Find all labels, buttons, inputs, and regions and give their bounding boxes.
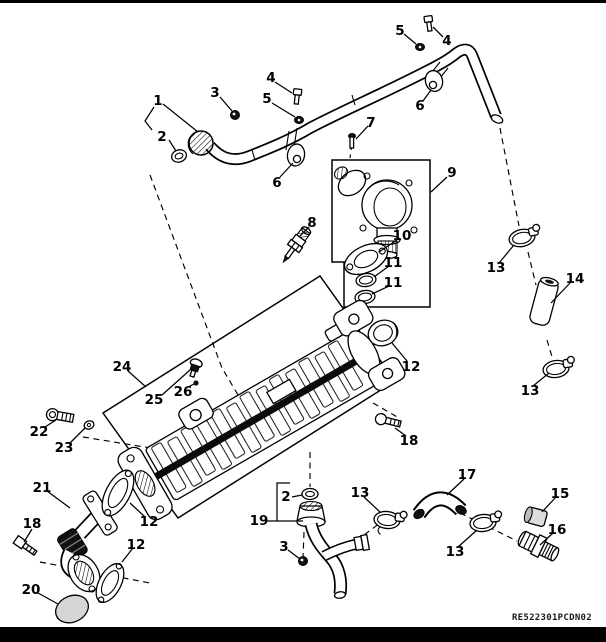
callout-label-11: 11 [384,255,403,271]
threaded-fitting-drawing [517,530,560,562]
callout-label-3: 3 [279,539,288,555]
callout-label-9: 9 [447,165,456,181]
callout-label-12: 12 [140,514,159,530]
hose-clamp-1 [508,223,541,248]
fitting-dot-26 [193,380,199,386]
callout-label-14: 14 [566,271,585,287]
short-hose-drawing [529,276,559,326]
callout-label-5: 5 [395,23,404,39]
callout-label-19: 19 [250,513,269,529]
callout-label-11: 11 [384,275,403,291]
callout-label-17: 17 [458,467,477,483]
leader-lines [23,26,571,605]
pipe-flange [187,130,214,156]
nut-upper [229,110,240,121]
o-ring-11a [355,272,377,288]
callout-label-3: 3 [210,85,219,101]
washer-5-left [293,116,304,125]
cooler-outlet-end [324,299,406,391]
callout-label-13: 13 [487,260,506,276]
callout-label-21: 21 [33,480,52,496]
callout-label-23: 23 [55,440,74,456]
callout-label-18: 18 [400,433,419,449]
stud-7 [347,132,356,149]
callout-label-15: 15 [551,486,570,502]
callout-label-6: 6 [415,98,424,114]
callout-label-26: 26 [174,384,193,400]
callout-label-13: 13 [446,544,465,560]
callout-label-25: 25 [145,392,164,408]
callout-label-22: 22 [30,424,49,440]
callout-label-6: 6 [272,175,281,191]
callout-label-12: 12 [402,359,421,375]
plug-20 [54,594,90,624]
pipe-end-opening [490,114,504,124]
callout-label-20: 20 [22,582,41,598]
nut-lower [297,556,308,567]
callout-label-8: 8 [307,215,316,231]
egr-cooler-core-drawing [117,299,406,521]
callout-label-13: 13 [351,485,370,501]
hose-clamp-3 [373,510,408,535]
oval-gasket-upper [101,469,135,517]
upper-coolant-pipe-drawing [187,43,504,166]
bushing-drawing [523,506,548,528]
washer-5-right [414,43,425,52]
valve-gasket-drawing [343,242,389,276]
water-pipe-drawing [296,487,371,599]
cooler-inlet-flange [117,446,173,521]
pipe-clamp-ear-left [285,127,306,167]
callout-label-4: 4 [442,33,451,49]
o-ring-lower [301,487,319,501]
diagram-code: RE522301PCDN02 [512,613,592,623]
hose-clamp-4 [469,510,503,533]
callout-label-13: 13 [521,383,540,399]
callout-label-2: 2 [157,129,166,145]
hose-clamp-2 [542,355,575,379]
callout-label-1: 1 [153,93,162,109]
elbow-tube-drawing [57,490,118,593]
assembly-alignment-lines [39,127,554,584]
callout-label-4: 4 [266,70,275,86]
pipe-clamp-ear-right [424,61,449,93]
callout-label-18: 18 [23,516,42,532]
callout-label-5: 5 [262,91,271,107]
oval-gasket-lower [95,562,125,604]
flange-bolt-22 [45,407,75,423]
elbow-hose-drawing [412,491,467,520]
callout-label-24: 24 [113,359,132,375]
cooler-screw-25 [189,358,203,378]
bolt-18-left [12,534,38,557]
callout-label-16: 16 [548,522,567,538]
callout-label-12: 12 [127,537,146,553]
egr-valve-kit-box [331,159,431,308]
callout-label-7: 7 [366,115,375,131]
cooler-upper-bracket [178,397,214,430]
bolt-4-right [423,15,434,32]
o-ring-upper [170,149,188,163]
bolt-18-right [374,413,402,428]
washer-23 [83,420,95,430]
bolt-4-left [292,88,303,105]
callout-label-2: 2 [281,489,290,505]
callout-label-10: 10 [393,228,412,244]
